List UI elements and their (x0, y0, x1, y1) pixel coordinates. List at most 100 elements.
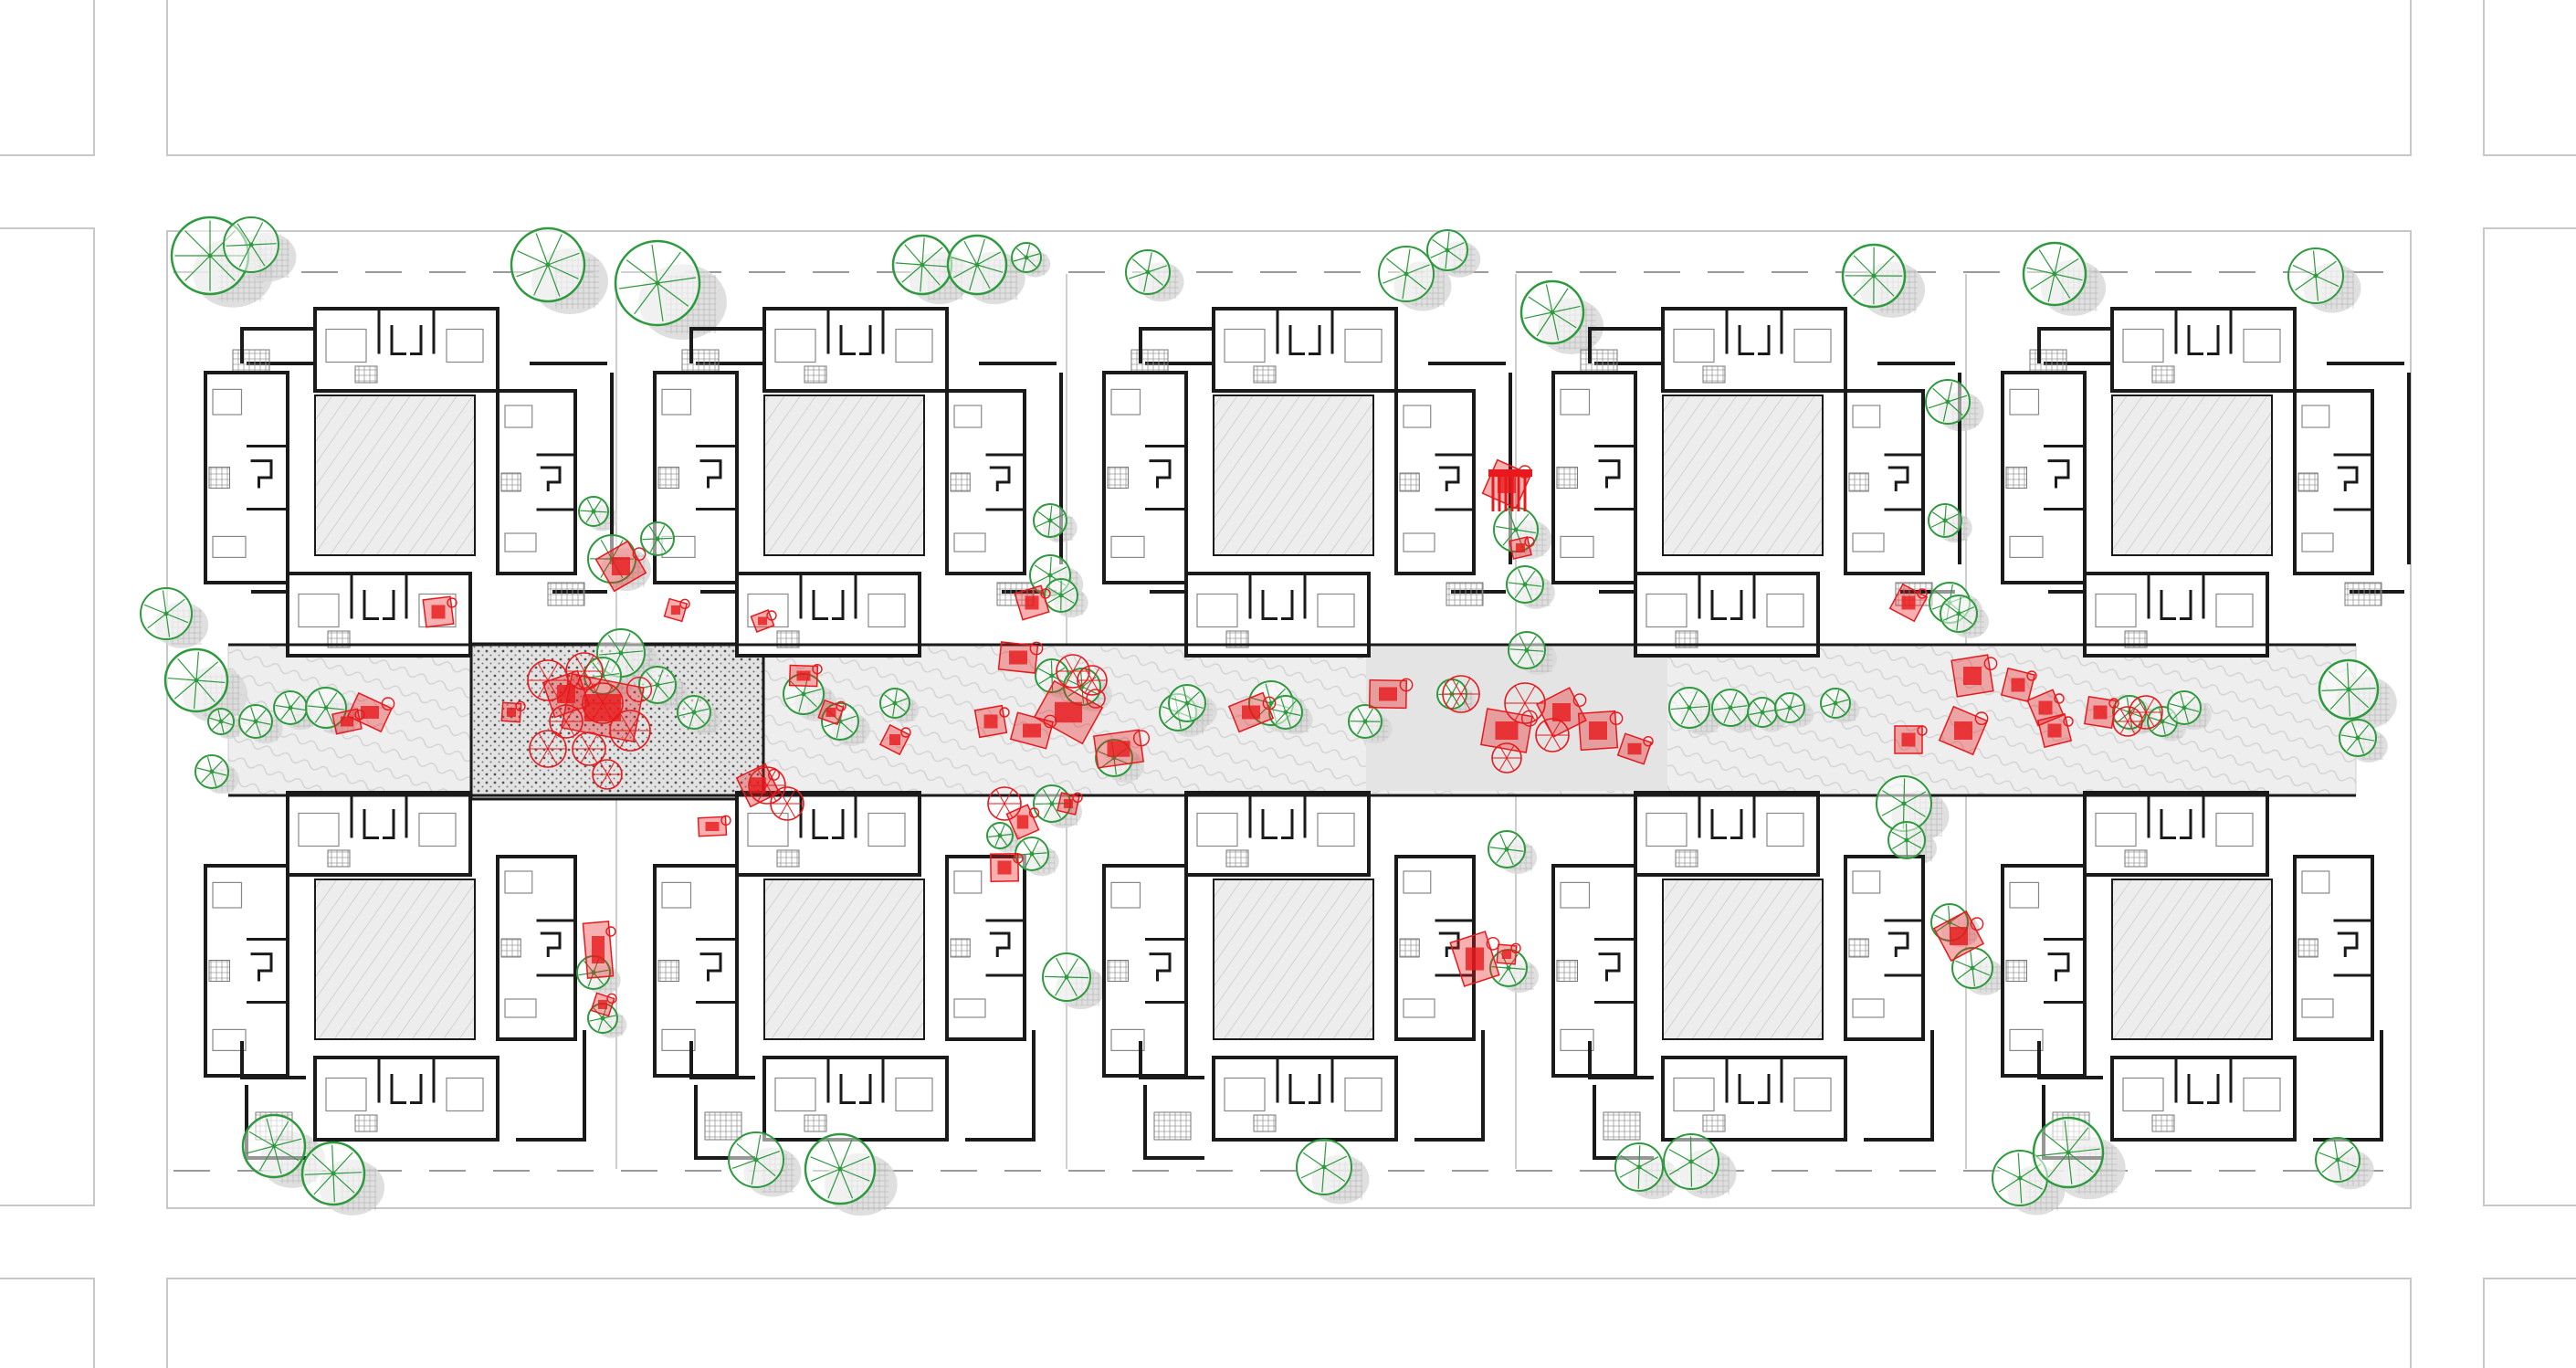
parcel-top (166, 0, 2412, 156)
tree-canopy-icon (804, 1132, 877, 1205)
tree-canopy-icon (510, 226, 586, 303)
tree-canopy-icon (2032, 1116, 2105, 1189)
unit-bottom-detail (774, 1058, 933, 1132)
tree-canopy-icon (1940, 595, 1978, 633)
tree-canopy-icon (2315, 1137, 2360, 1183)
tree-canopy-icon (241, 1113, 307, 1179)
umbrella-icon (2129, 695, 2163, 730)
unit-top-detail (325, 309, 484, 384)
unit-bottom (1634, 572, 1820, 658)
unit-bottom (762, 1056, 949, 1142)
cluster-perimeter (1139, 1041, 1204, 1079)
tree-canopy-icon (1951, 947, 1993, 989)
umbrella-icon (582, 682, 624, 724)
unit-right-detail (1399, 870, 1474, 1018)
unit-bottom (313, 1056, 499, 1142)
activity-cluster-icon (1057, 792, 1083, 816)
umbrella-icon (770, 786, 804, 821)
stair-hatch (2029, 349, 2067, 374)
unit-top (1634, 791, 1820, 877)
umbrella-icon (2112, 706, 2143, 737)
unit-top (2083, 791, 2269, 877)
activity-cluster-icon (1092, 729, 1151, 769)
unit-right-detail (2297, 870, 2372, 1018)
unit-left-detail (1107, 881, 1186, 1052)
courtyard-hatch-icon (1662, 879, 1824, 1040)
tree-canopy-icon (2318, 658, 2380, 721)
umbrella-icon (549, 704, 584, 739)
unit-left-detail (208, 881, 288, 1052)
activity-cluster-icon (817, 699, 846, 726)
activity-cluster-icon (1014, 584, 1051, 621)
activity-cluster-icon (1894, 725, 1928, 754)
canopy-structure-icon (1488, 469, 1532, 511)
courtyard-block-s-1 (694, 879, 1036, 1160)
unit-right-detail (950, 870, 1025, 1018)
unit-top-detail (1196, 793, 1355, 868)
umbrella-icon (1077, 665, 1108, 696)
tree-canopy-icon (1125, 249, 1171, 295)
unit-top-detail (774, 309, 933, 384)
tree-canopy-icon (578, 496, 609, 527)
tree-canopy-icon (891, 234, 953, 296)
courtyard-block-s-0 (245, 879, 586, 1160)
stair-hatch (1580, 349, 1618, 374)
tree-canopy-icon (300, 1141, 366, 1206)
unit-top (735, 791, 921, 877)
activity-cluster-icon (1616, 732, 1654, 765)
unit-bottom-detail (1224, 1058, 1383, 1132)
activity-cluster-icon (500, 700, 526, 723)
courtyard-hatch-icon (2111, 879, 2273, 1040)
umbrella-icon (1504, 682, 1546, 724)
activity-cluster-icon (1938, 705, 1989, 756)
umbrella-icon (529, 730, 567, 768)
tree-canopy-icon (946, 234, 1008, 296)
tree-canopy-icon (1426, 229, 1468, 271)
unit-left-detail (2005, 881, 2085, 1052)
courtyard-hatch-icon (1662, 395, 1824, 556)
courtyard-hatch-icon (314, 879, 476, 1040)
activity-cluster-icon (1950, 654, 1998, 698)
activity-cluster-icon (422, 595, 457, 628)
tree-canopy-icon (2022, 241, 2087, 307)
courtyard-hatch-icon (763, 395, 925, 556)
activity-cluster-icon (1888, 583, 1929, 623)
tree-canopy-icon (638, 666, 677, 704)
activity-cluster-icon (1932, 910, 1985, 963)
stair-hatch (1153, 1111, 1192, 1141)
activity-cluster-icon (1480, 708, 1539, 753)
activity-cluster-icon (582, 921, 616, 979)
tree-canopy-icon (1747, 697, 1778, 728)
unit-left-detail (1556, 881, 1635, 1052)
unit-right-detail (500, 870, 575, 1018)
tree-canopy-icon (986, 822, 1014, 849)
activity-cluster-icon (1033, 679, 1106, 745)
tree-canopy-icon (1841, 243, 1907, 309)
tree-canopy-icon (1348, 704, 1383, 739)
tree-canopy-icon (1033, 503, 1067, 538)
courtyard-block-s-4 (2042, 879, 2383, 1160)
unit-left-detail (1556, 388, 1635, 559)
umbrella-icon (748, 766, 786, 805)
activity-cluster-icon (788, 663, 823, 688)
unit-left-detail (657, 388, 737, 559)
tree-canopy-icon (1011, 242, 1042, 273)
unit-bottom (2110, 1056, 2297, 1142)
courtyard-hatch-icon (314, 395, 476, 556)
stair-hatch (1446, 582, 1484, 606)
unit-bottom (1212, 1056, 1398, 1142)
tree-canopy-icon (1519, 279, 1585, 345)
parcel-left-mid (0, 227, 95, 1206)
stair-hatch (1603, 1111, 1641, 1141)
umbrella-icon (1535, 718, 1570, 752)
unit-top (762, 307, 949, 393)
unit-right-detail (1399, 405, 1474, 552)
unit-top (2110, 307, 2297, 393)
courtyard-block-3 (1580, 349, 1961, 606)
unit-top-detail (1224, 309, 1383, 384)
parcel-right-mid (2483, 227, 2576, 1206)
tree-canopy-icon (1614, 1142, 1664, 1192)
cluster-perimeter (689, 327, 764, 363)
tree-canopy-icon (1774, 692, 1805, 723)
